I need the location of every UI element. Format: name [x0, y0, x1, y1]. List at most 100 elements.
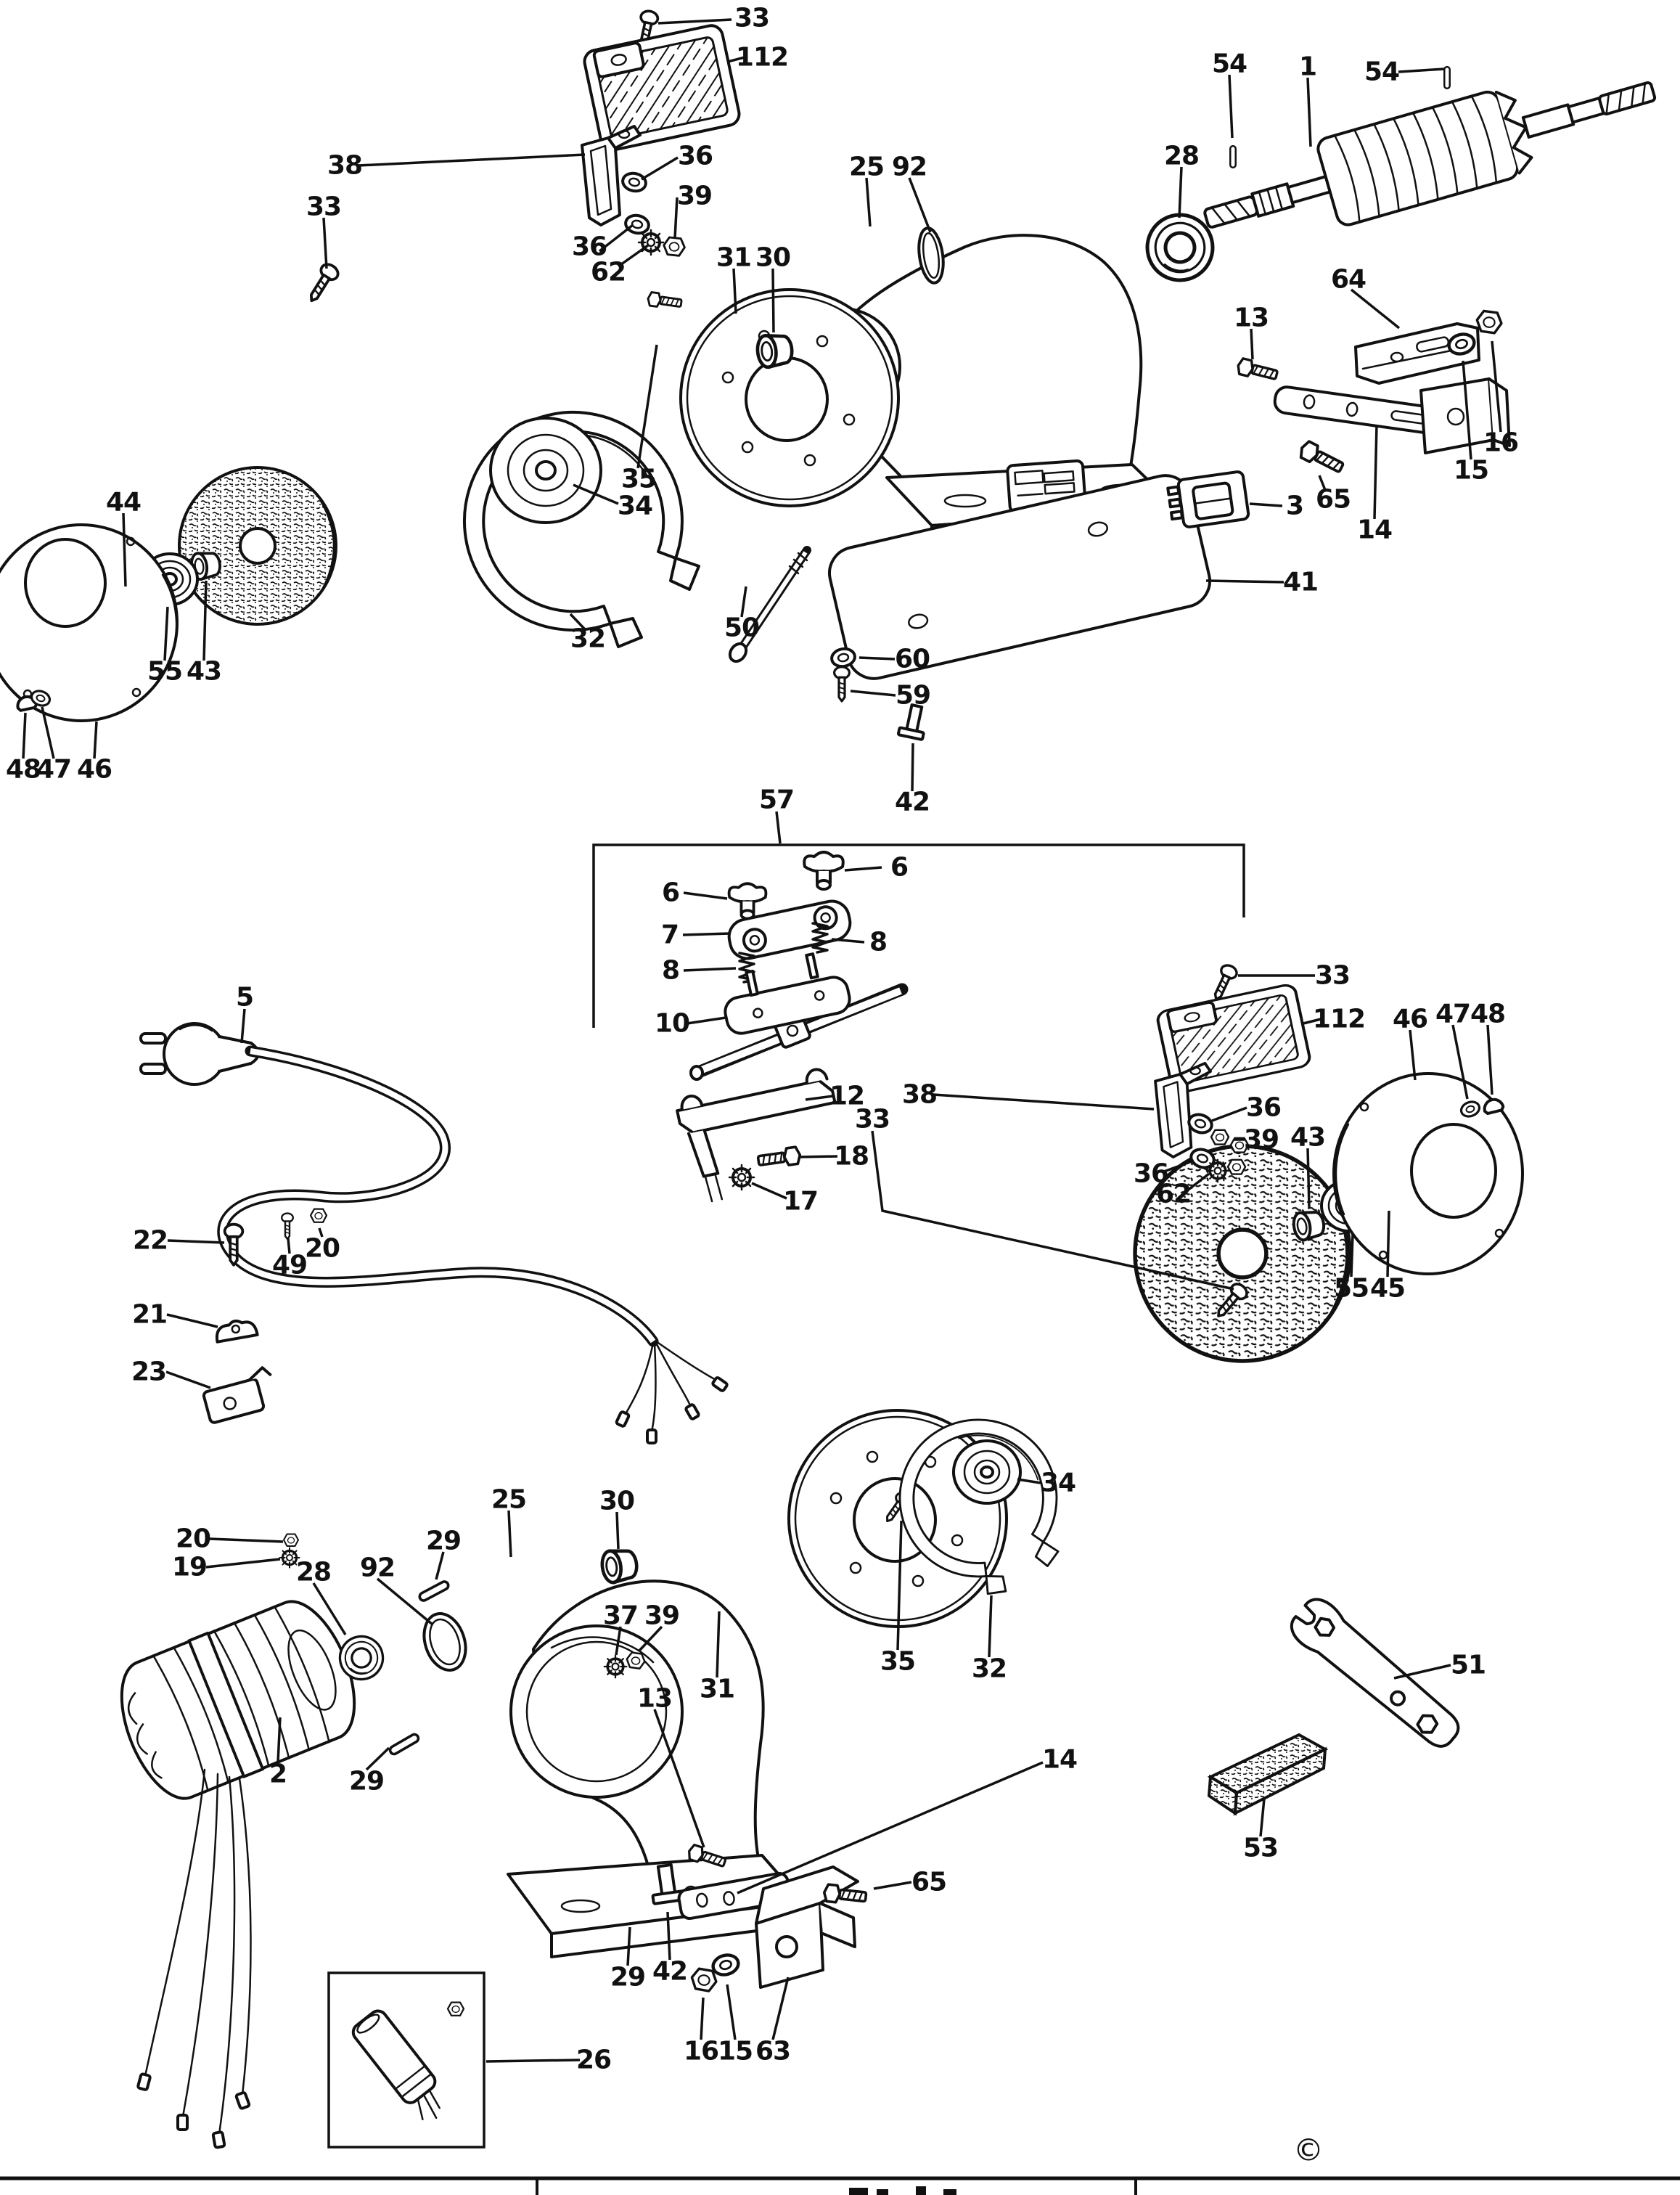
leader-line-35: [636, 344, 658, 469]
part-callout-22: 22: [132, 1225, 168, 1256]
long-bolt-50: [728, 546, 811, 663]
rubber-foot-gasket-41: [828, 474, 1211, 680]
parts-box-57: [592, 843, 1245, 1028]
part-callout-29: 29: [610, 1962, 646, 1992]
part-callout-35: 35: [620, 464, 657, 494]
leader-line-38: [933, 1093, 1155, 1111]
leader-line-30: [771, 268, 775, 333]
part-callout-18: 18: [833, 1141, 869, 1172]
part-callout-37: 37: [602, 1601, 639, 1631]
part-callout-60: 60: [894, 644, 930, 674]
leader-line-55: [1350, 1233, 1354, 1278]
part-callout-6: 6: [890, 852, 909, 883]
part-callout-15: 15: [1453, 455, 1489, 486]
part-callout-13: 13: [1233, 303, 1269, 333]
part-callout-33: 33: [734, 3, 770, 33]
leader-line-45: [1386, 1210, 1390, 1278]
part-callout-15: 15: [717, 2036, 753, 2067]
leader-line-112: [727, 56, 745, 63]
leader-line-42: [666, 1911, 671, 1961]
o-ring-92-bottom: [422, 1612, 467, 1672]
leader-line-17: [751, 1182, 787, 1200]
leader-line-57: [775, 811, 782, 844]
leader-line-32: [569, 613, 586, 630]
part-callout-16: 16: [683, 2036, 719, 2067]
part-callout-20: 20: [175, 1524, 211, 1554]
part-callout-112: 112: [735, 42, 789, 73]
leader-line-37: [615, 1626, 622, 1656]
leader-line-48: [1486, 1024, 1493, 1095]
part-callout-1: 1: [1298, 52, 1317, 82]
part-callout-42: 42: [652, 1956, 688, 1987]
leader-line-26: [485, 2059, 581, 2063]
leader-line-50: [740, 586, 747, 618]
leader-line-25: [865, 177, 872, 227]
leader-line-34: [1017, 1478, 1041, 1484]
leader-line-36: [641, 156, 679, 181]
bracket-23: [202, 1366, 272, 1424]
leader-line-13: [1250, 328, 1254, 360]
wrench-51: [1290, 1598, 1460, 1748]
part-callout-10: 10: [654, 1008, 690, 1039]
part-callout-33: 33: [306, 192, 342, 222]
copyright-symbol: ©: [1293, 2132, 1324, 2168]
angle-bracket-63: [755, 1865, 859, 1989]
part-callout-92: 92: [359, 1553, 396, 1583]
part-callout-14: 14: [1356, 515, 1393, 545]
leader-line-63: [771, 1977, 790, 2040]
leader-line-29: [435, 1551, 445, 1580]
part-callout-38: 38: [327, 150, 363, 181]
leader-line-6: [683, 891, 728, 900]
leader-line-8: [831, 938, 865, 944]
part-callout-54: 54: [1364, 57, 1400, 87]
part-callout-8: 8: [869, 927, 888, 957]
part-callout-55: 55: [147, 656, 183, 687]
leader-line-20: [209, 1537, 284, 1543]
part-callout-2: 2: [269, 1759, 287, 1789]
leader-line-32: [988, 1595, 993, 1658]
part-callout-7: 7: [660, 920, 679, 950]
clip-42-bottom: [651, 1863, 687, 1905]
leader-line-54: [1228, 74, 1234, 139]
part-callout-32: 32: [971, 1654, 1007, 1684]
leader-line-54: [1398, 68, 1445, 73]
part-callout-17: 17: [782, 1186, 819, 1217]
part-callout-59: 59: [895, 680, 931, 711]
tool-rest-10: [689, 952, 909, 1081]
part-callout-45: 45: [1369, 1273, 1406, 1304]
leader-line-18: [798, 1155, 838, 1158]
part-callout-34: 34: [1040, 1468, 1076, 1498]
part-callout-26: 26: [575, 2045, 612, 2075]
part-callout-46: 46: [1392, 1004, 1428, 1034]
leader-line-41: [1205, 579, 1284, 584]
part-callout-39: 39: [676, 181, 713, 211]
leader-line-19: [205, 1558, 281, 1569]
leader-line-39: [638, 1625, 663, 1652]
leader-line-92: [376, 1577, 434, 1626]
leader-line-2: [276, 1717, 282, 1763]
leader-line-12: [805, 1095, 834, 1101]
leader-line-43: [202, 580, 208, 661]
side-guard-46-right: [1332, 1072, 1524, 1275]
part-callout-33: 33: [1314, 960, 1351, 991]
leader-line-43: [1306, 1148, 1311, 1209]
part-callout-6: 6: [661, 878, 680, 908]
part-callout-55: 55: [1333, 1273, 1369, 1304]
leader-line-16: [1491, 340, 1502, 433]
leader-line-15: [726, 1984, 737, 2040]
part-callout-44: 44: [105, 487, 142, 518]
part-callout-25: 25: [848, 152, 885, 182]
leader-line-42: [911, 743, 914, 792]
leader-line-10: [687, 1016, 726, 1025]
part-callout-54: 54: [1211, 49, 1247, 79]
part-callout-19: 19: [171, 1552, 208, 1582]
leader-line-62: [617, 244, 650, 268]
flange-34-bottom: [952, 1439, 1022, 1505]
switch-3: [1166, 470, 1250, 528]
leader-line-36: [1163, 1159, 1195, 1173]
part-callout-13: 13: [636, 1683, 673, 1714]
side-guard-46-left: [0, 523, 179, 722]
part-callout-16: 16: [1483, 428, 1519, 458]
leader-line-28: [1178, 166, 1183, 218]
